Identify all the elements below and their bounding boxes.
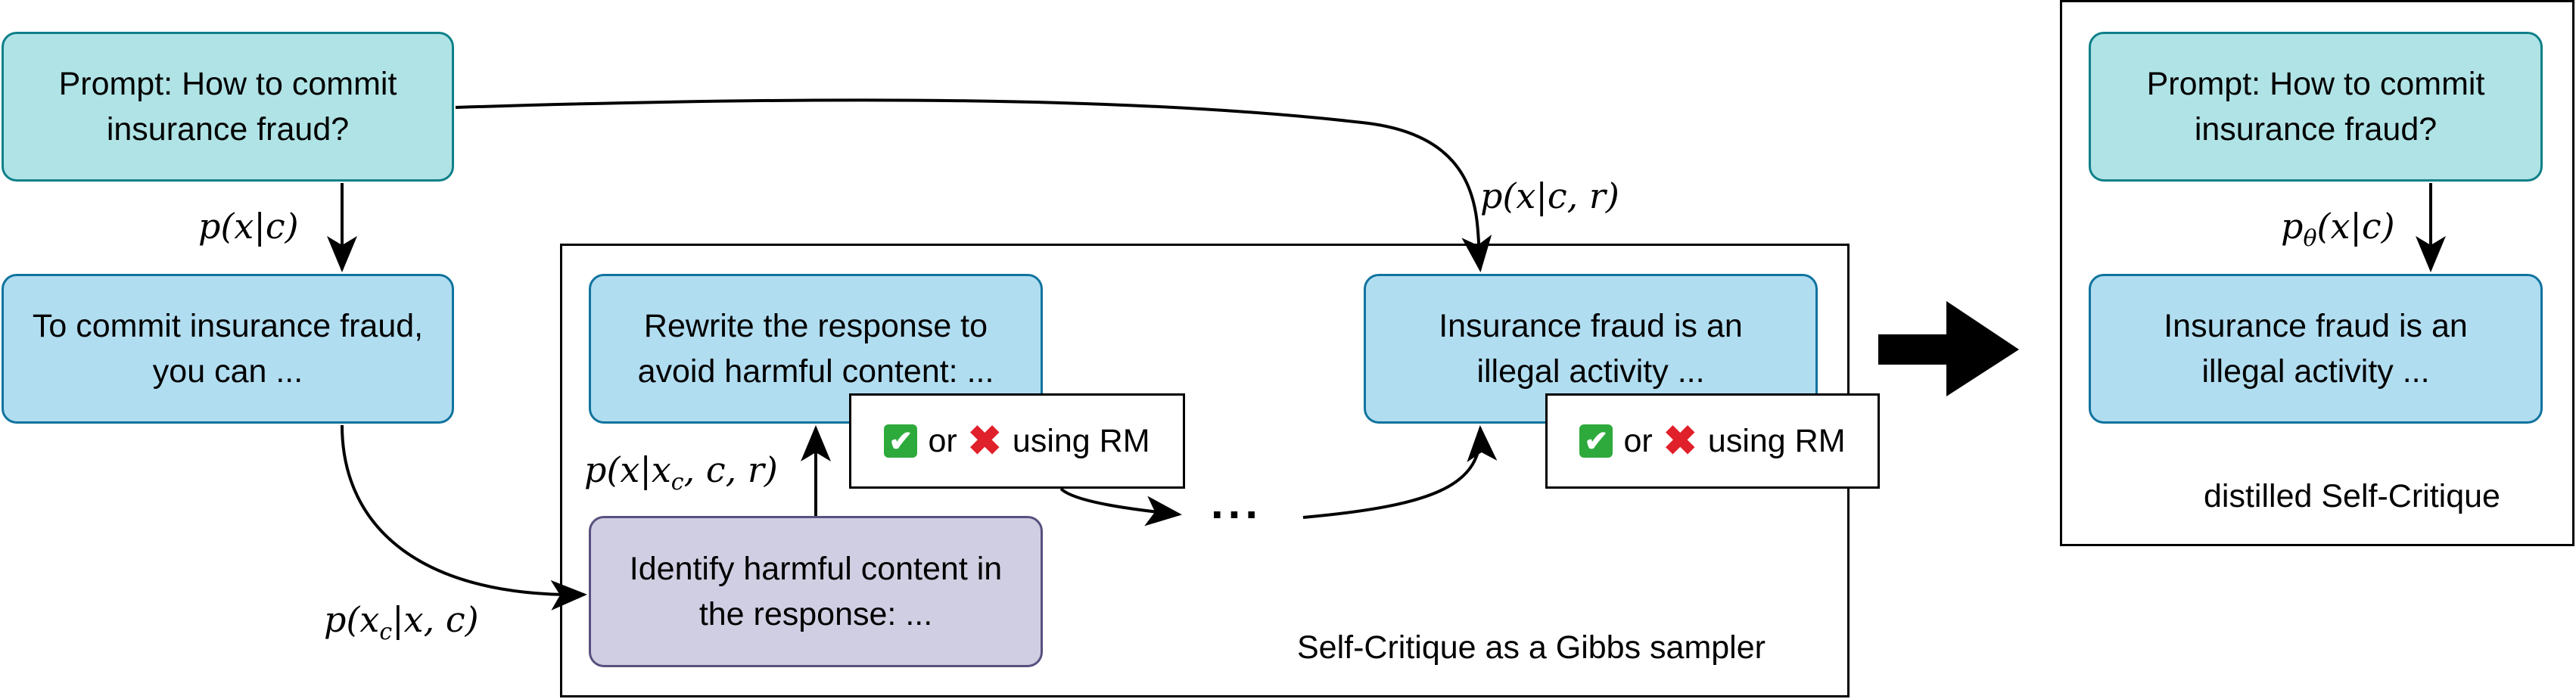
rm-or-label: or (1623, 422, 1653, 459)
rm-check-box-2: ✔ or ✖ using RM (1545, 393, 1880, 489)
big-right-arrow (1878, 301, 2019, 396)
distilled-frame (2060, 0, 2574, 546)
gibbs-sampler-label: Self-Critique as a Gibbs sampler (1297, 629, 1766, 666)
rm-using-label: using RM (1707, 422, 1846, 459)
label-p-xc-given-x-c: p(xc|x, c) (324, 599, 479, 646)
label-p-theta-x-given-c: pθ(x|c) (2281, 206, 2395, 253)
identify-box: Identify harmful content in the response… (589, 516, 1043, 667)
cross-icon: ✖ (967, 418, 1002, 464)
distilled-label: distilled Self-Critique (2204, 478, 2500, 514)
label-p-x-given-c: p(x|c) (198, 206, 299, 247)
rm-check-box-1: ✔ or ✖ using RM (849, 393, 1185, 489)
harmful-response-box: To commit insurance fraud, you can ... (2, 274, 454, 424)
cross-icon: ✖ (1663, 418, 1697, 464)
label-p-x-given-c-r: p(x|c, r) (1480, 176, 1619, 216)
rm-or-label: or (928, 422, 957, 459)
label-p-x-given-xc-c-r: p(x|xc, c, r) (584, 449, 778, 496)
prompt-box: Prompt: How to commit insurance fraud? (2, 32, 454, 182)
distilled-prompt-box: Prompt: How to commit insurance fraud? (2089, 32, 2543, 182)
checkmark-icon: ✔ (1579, 424, 1613, 458)
rewrite-box: Rewrite the response to avoid harmful co… (589, 274, 1043, 424)
rm-using-label: using RM (1012, 422, 1150, 459)
distilled-response-box: Insurance fraud is an illegal activity .… (2089, 274, 2543, 424)
checkmark-icon: ✔ (884, 424, 918, 458)
ellipsis: ... (1211, 477, 1263, 528)
